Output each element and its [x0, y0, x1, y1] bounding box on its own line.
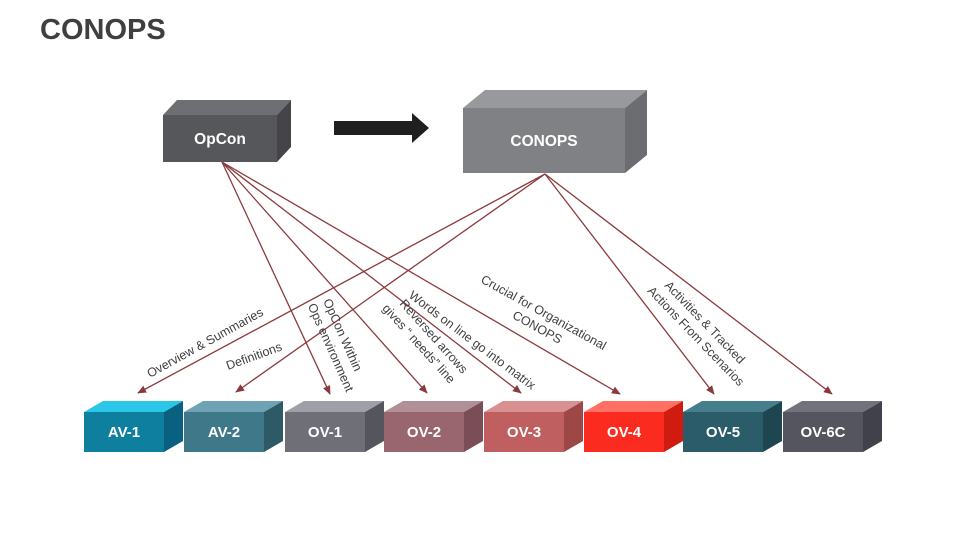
edge-opcon-ov4	[221, 161, 621, 395]
opcon-box-label: OpCon	[194, 131, 246, 148]
ov5-top-face	[683, 401, 782, 412]
edge-opcon-ov1	[221, 161, 331, 395]
edge-conops-av1	[137, 173, 546, 394]
conops-box-top-face	[463, 90, 647, 108]
ov3-front-face	[484, 412, 564, 452]
av1-top-face	[84, 401, 183, 412]
artifact-box-ov2: OV-2	[384, 401, 483, 452]
ov6c-label: OV-6C	[800, 424, 845, 441]
opcon-box-side-face	[277, 100, 291, 162]
ov5-side-face	[763, 401, 782, 452]
artifact-box-ov4: OV-4	[584, 401, 683, 452]
conops-box-front-face	[463, 108, 625, 173]
edge-conops-av2	[235, 173, 546, 393]
edge-conops-ov6c	[544, 173, 833, 395]
right-arrow-icon	[334, 113, 429, 143]
connector-lines	[137, 161, 833, 395]
av1-front-face	[84, 412, 164, 452]
artifact-box-ov5: OV-5	[683, 401, 782, 452]
av1-label: AV-1	[108, 424, 140, 441]
ov1-label: OV-1	[308, 424, 342, 441]
edge-opcon-ov3	[221, 161, 522, 394]
artifact-box-ov6c: OV-6C	[783, 401, 882, 452]
conops-box-side-face	[625, 90, 647, 173]
ov3-top-face	[484, 401, 583, 412]
edge-label-overview-summaries: Overview & Summaries	[145, 305, 266, 381]
edge-label-activities: Activities & TrackedActions From Scenari…	[645, 273, 759, 389]
conops-box-label: CONOPS	[510, 133, 577, 150]
ov6c-front-face	[783, 412, 863, 452]
opcon-box-front-face	[163, 115, 277, 162]
ov2-top-face	[384, 401, 483, 412]
artifact-box-ov3: OV-3	[484, 401, 583, 452]
ov5-label: OV-5	[706, 424, 740, 441]
edge-label-definitions: Definitions	[224, 340, 284, 373]
edge-conops-ov5	[544, 173, 715, 395]
ov4-top-face	[584, 401, 683, 412]
edge-labels: Overview & Summaries Definitions OpCon W…	[145, 272, 759, 395]
opcon-box: OpCon	[163, 100, 291, 162]
ov6c-side-face	[863, 401, 882, 452]
ov1-top-face	[285, 401, 384, 412]
ov2-side-face	[464, 401, 483, 452]
av2-front-face	[184, 412, 264, 452]
ov5-front-face	[683, 412, 763, 452]
ov4-label: OV-4	[607, 424, 642, 441]
edge-label-opcon-within: OpCon WithinOps environment	[305, 295, 371, 395]
av2-side-face	[264, 401, 283, 452]
edge-label-crucial-line1: Crucial for Organizational	[479, 272, 609, 353]
artifact-boxes-row: AV-1 AV-2 OV-1 OV-2 OV-3	[84, 401, 882, 452]
artifact-box-av2: AV-2	[184, 401, 283, 452]
ov4-front-face	[584, 412, 664, 452]
edge-opcon-ov2	[221, 161, 428, 394]
ov6c-top-face	[783, 401, 882, 412]
artifact-box-ov1: OV-1	[285, 401, 384, 452]
av2-label: AV-2	[208, 424, 240, 441]
page-title: CONOPS	[40, 14, 166, 46]
ov1-front-face	[285, 412, 365, 452]
artifact-box-av1: AV-1	[84, 401, 183, 452]
ov4-side-face	[664, 401, 683, 452]
ov2-front-face	[384, 412, 464, 452]
ov2-label: OV-2	[407, 424, 441, 441]
ov3-side-face	[564, 401, 583, 452]
conops-box: CONOPS	[463, 90, 647, 173]
ov3-label: OV-3	[507, 424, 541, 441]
av2-top-face	[184, 401, 283, 412]
edge-label-activities-line2: Actions From Scenarios	[645, 284, 747, 389]
opcon-box-top-face	[163, 100, 291, 115]
ov1-side-face	[365, 401, 384, 452]
av1-side-face	[164, 401, 183, 452]
